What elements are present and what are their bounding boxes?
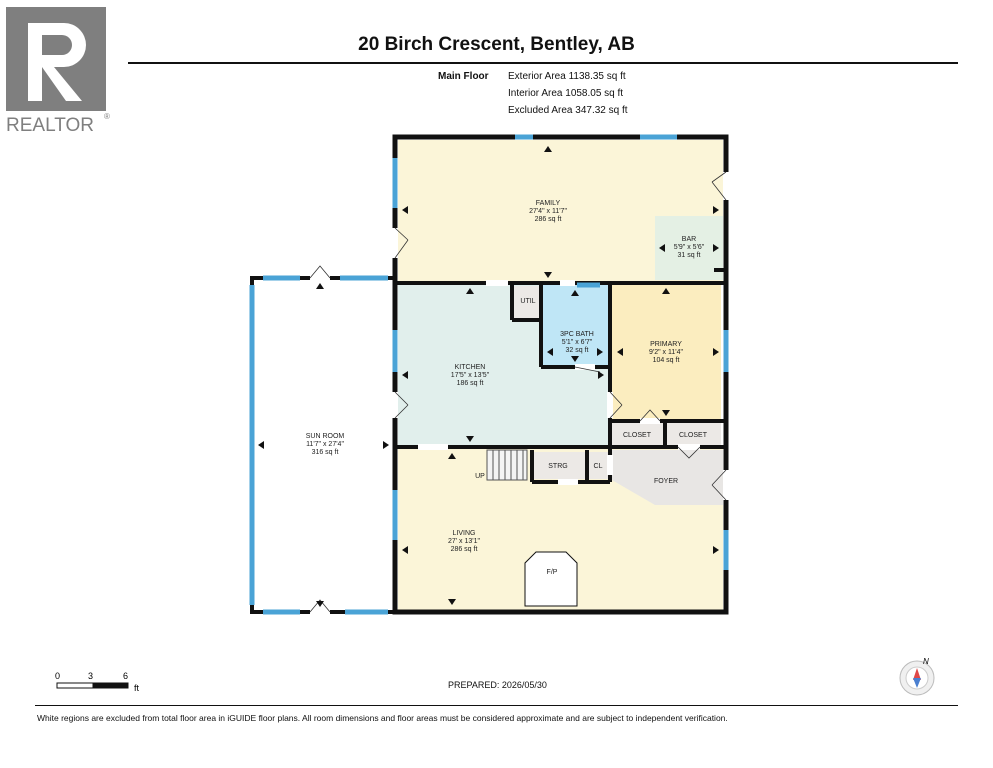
dimension-arrows [258, 146, 719, 607]
bar-dims: 5'9" x 5'6" [674, 244, 705, 251]
floor-label: Main Floor [438, 71, 489, 82]
interior-area: Interior Area 1058.05 sq ft [508, 88, 624, 99]
foyer-fill [612, 450, 723, 505]
util-label: UTIL [520, 298, 535, 305]
page-title: 20 Birch Crescent, Bentley, AB [358, 34, 635, 55]
exterior-area: Exterior Area 1138.35 sq ft [508, 71, 626, 82]
sunroom-dims: 11'7" x 27'4" [306, 441, 344, 448]
prepared-date: PREPARED: 2026/05/30 [448, 680, 547, 690]
realtor-wordmark: REALTOR [6, 115, 94, 135]
floor-plan: FAMILY 27'4" x 11'7" 286 sq ft BAR 5'9" … [249, 134, 729, 615]
sunroom-area: 316 sq ft [312, 449, 339, 456]
primary-fill [612, 285, 721, 420]
util-fill [514, 286, 540, 318]
door-swings [309, 171, 727, 613]
strg-label: STRG [548, 463, 567, 470]
foyer-label: FOYER [654, 478, 678, 485]
primary-label: PRIMARY [650, 341, 682, 348]
registered-mark: ® [104, 112, 110, 121]
compass-icon: N [899, 657, 935, 696]
up-label: UP [475, 473, 485, 480]
primary-dims: 9'2" x 11'4" [649, 349, 683, 356]
kitchen-area: 186 sq ft [457, 380, 484, 387]
family-area: 286 sq ft [535, 216, 562, 223]
scale-tick-3: 3 [88, 671, 93, 681]
compass-north: N [923, 657, 929, 666]
living-label: LIVING [453, 530, 476, 537]
strg-fill [534, 452, 586, 479]
windows [249, 134, 729, 615]
family-dims: 27'4" x 11'7" [529, 208, 567, 215]
realtor-logo: REALTOR ® [4, 5, 116, 136]
bath-area: 32 sq ft [566, 347, 589, 354]
closet1-label: CLOSET [623, 432, 652, 439]
footer-divider [35, 705, 958, 706]
scale-tick-0: 0 [55, 671, 60, 681]
bar-fill [655, 216, 723, 280]
sunroom-label: SUN ROOM [306, 433, 345, 440]
scale-unit: ft [134, 683, 140, 693]
scale-tick-6: 6 [123, 671, 128, 681]
bar-label: BAR [682, 236, 696, 243]
closet1-fill [612, 423, 663, 445]
cl-label: CL [594, 463, 603, 470]
scale-bar: 0 3 6 ft [55, 671, 140, 693]
bath-dims: 5'1" x 6'7" [562, 339, 593, 346]
closet2-fill [667, 423, 721, 445]
stairs [486, 449, 528, 481]
excluded-area: Excluded Area 347.32 sq ft [508, 105, 628, 116]
title-divider [128, 62, 958, 64]
door-gaps [310, 172, 729, 615]
bar-area: 31 sq ft [678, 252, 701, 259]
closet2-label: CLOSET [679, 432, 708, 439]
cl-fill [588, 452, 610, 479]
family-label: FAMILY [536, 200, 561, 207]
fireplace [524, 551, 578, 607]
kitchen-dims: 17'5" x 13'5" [451, 372, 490, 379]
fireplace-label: F/P [547, 569, 558, 576]
living-dims: 27' x 13'1" [448, 538, 481, 545]
living-area: 286 sq ft [451, 546, 478, 553]
primary-area: 104 sq ft [653, 357, 680, 364]
bath-label: 3PC BATH [560, 331, 594, 338]
disclaimer: White regions are excluded from total fl… [37, 713, 728, 723]
kitchen-label: KITCHEN [455, 364, 486, 371]
